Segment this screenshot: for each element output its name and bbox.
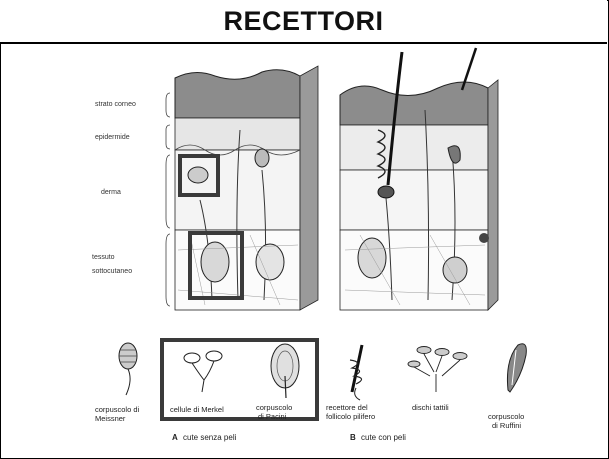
section-a-letter: A	[172, 433, 178, 442]
caption-follicolo-2: follicolo pilifero	[326, 412, 375, 421]
receptor-meissner-figure	[119, 343, 137, 395]
receptor-ruffini-figure	[507, 344, 526, 392]
label-epidermide: epidermide	[95, 134, 130, 141]
label-tessuto-2: sottocutaneo	[92, 268, 132, 275]
caption-meissner-1: corpuscolo di	[95, 405, 140, 414]
receptor-merkel-figure	[184, 351, 222, 392]
receptor-pacini-figure	[271, 344, 299, 398]
receptor-dischi-figure	[408, 347, 467, 393]
section-b-letter: B	[350, 433, 356, 442]
caption-pacini-2: di Pacini	[258, 412, 287, 421]
section-b-text: cute con peli	[361, 433, 406, 442]
label-strato-corneo: strato corneo	[95, 101, 136, 108]
layer-brackets	[166, 93, 170, 306]
caption-pacini-1: corpuscolo	[256, 403, 292, 412]
caption-merkel: cellule di Merkel	[170, 405, 224, 414]
caption-ruffini-2: di Ruffini	[492, 421, 521, 430]
caption-dischi: dischi tattili	[412, 403, 449, 412]
caption-meissner-2: Meissner	[95, 414, 126, 423]
caption-follicolo-1: recettore del	[326, 403, 368, 412]
skin-block-b	[340, 48, 498, 310]
receptor-follicolo-figure	[350, 345, 362, 400]
label-tessuto-1: tessuto	[92, 254, 115, 261]
section-a-text: cute senza peli	[183, 433, 237, 442]
caption-ruffini-1: corpuscolo	[488, 412, 524, 421]
skin-block-a	[175, 66, 318, 310]
label-derma: derma	[101, 189, 121, 196]
